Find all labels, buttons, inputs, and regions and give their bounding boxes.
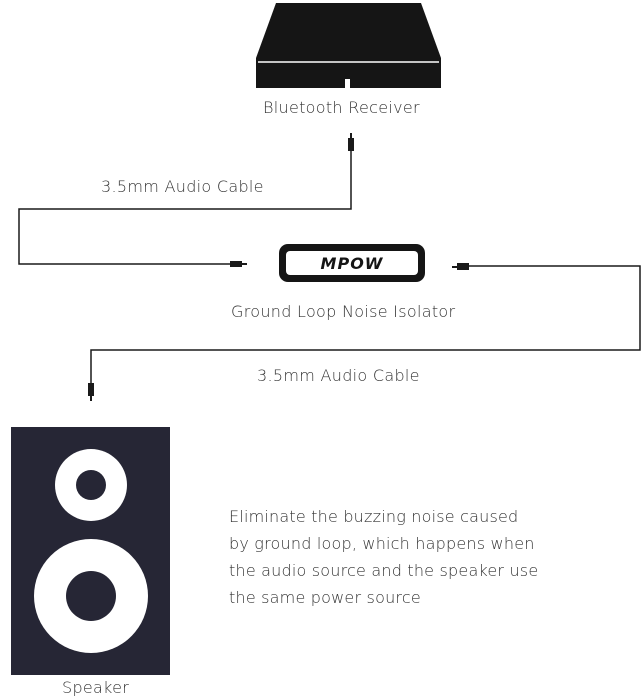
noise-isolator-device: MPOW — [279, 244, 425, 282]
caption-line: the same power source — [229, 588, 421, 607]
bluetooth-receiver-device — [256, 3, 441, 88]
receiver-body — [256, 3, 441, 88]
woofer-center — [66, 571, 116, 621]
receiver-port — [345, 79, 350, 88]
bluetooth-receiver-label: Bluetooth Receiver — [263, 98, 420, 117]
speaker-device — [11, 427, 170, 675]
top-audio-cable — [18, 133, 354, 267]
bottom-cable-plug-left-tip — [452, 266, 458, 268]
speaker-label: Speaker — [62, 678, 130, 697]
top-cable-plug-right-tip — [241, 263, 247, 265]
caption-line: the audio source and the speaker use — [229, 561, 539, 580]
tweeter-center — [76, 470, 106, 500]
bottom-cable-plug-left — [457, 263, 469, 270]
bottom-cable-wire — [90, 265, 641, 384]
isolator-brand-logo: MPOW — [321, 254, 384, 273]
top-cable-plug-upper-tip — [350, 133, 352, 139]
bottom-audio-cable — [88, 263, 641, 401]
description-caption: Eliminate the buzzing noise caused by gr… — [229, 503, 629, 611]
top-cable-plug-right — [230, 261, 242, 267]
caption-line: by ground loop, which happens when — [229, 534, 535, 553]
bottom-cable-plug-lower-tip — [90, 395, 92, 401]
noise-isolator-label: Ground Loop Noise Isolator — [231, 302, 456, 321]
bottom-cable-plug-lower — [88, 383, 94, 396]
bottom-cable-label: 3.5mm Audio Cable — [257, 366, 420, 385]
top-cable-label: 3.5mm Audio Cable — [101, 177, 264, 196]
top-cable-wire — [18, 151, 352, 265]
caption-line: Eliminate the buzzing noise caused — [229, 507, 519, 526]
isolator-inner-frame — [286, 251, 418, 275]
top-cable-plug-upper — [348, 138, 354, 151]
